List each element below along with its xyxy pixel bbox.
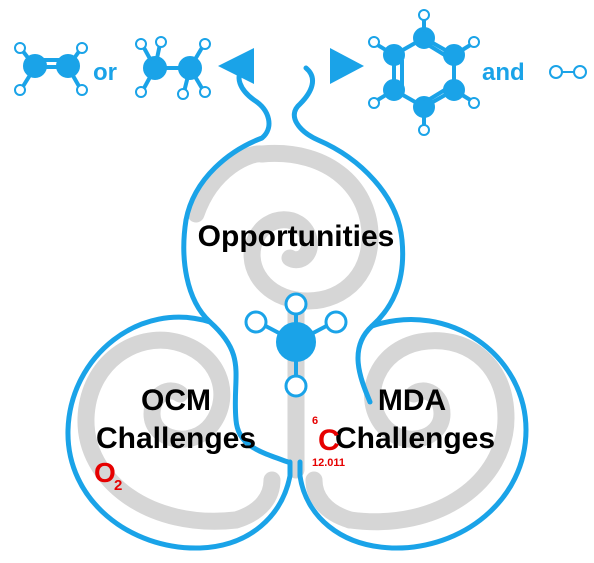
left-arrow-icon xyxy=(218,48,254,84)
right-swirl xyxy=(341,332,515,531)
ethane-icon xyxy=(135,36,211,100)
and-connector: and xyxy=(482,59,525,86)
benzene-icon xyxy=(368,9,480,136)
carbon-symbol: C xyxy=(318,424,340,457)
top-left-group: or xyxy=(14,36,254,100)
top-swirl xyxy=(243,144,379,310)
ethylene-icon xyxy=(14,42,88,96)
methane-icon xyxy=(244,292,348,398)
right-swirl-outer xyxy=(305,471,359,529)
top-swirl-outer xyxy=(187,145,271,223)
hydrogen-icon xyxy=(549,65,587,79)
opportunities-label: Opportunities xyxy=(198,220,395,253)
ocm-challenges-label: Challenges xyxy=(96,422,256,455)
top-right-group: and xyxy=(330,9,587,136)
left-lobe-outline xyxy=(65,314,293,551)
or-connector: or xyxy=(93,59,117,86)
oxygen-subscript: 2 xyxy=(114,477,122,494)
triskelion-outline xyxy=(65,65,529,551)
right-arrow-icon xyxy=(330,48,364,84)
outline-path xyxy=(181,65,406,465)
right-lobe-outline xyxy=(297,317,529,551)
carbon-atomic-mass: 12.011 xyxy=(312,457,345,469)
mda-label: MDA xyxy=(378,384,446,417)
mda-challenges-label: Challenges xyxy=(335,422,495,455)
oxygen-symbol: O xyxy=(94,457,116,488)
left-swirl xyxy=(77,331,245,530)
left-swirl-outer xyxy=(227,471,281,529)
carbon-atomic-number: 6 xyxy=(312,415,318,427)
ocm-label: OCM xyxy=(141,384,211,417)
